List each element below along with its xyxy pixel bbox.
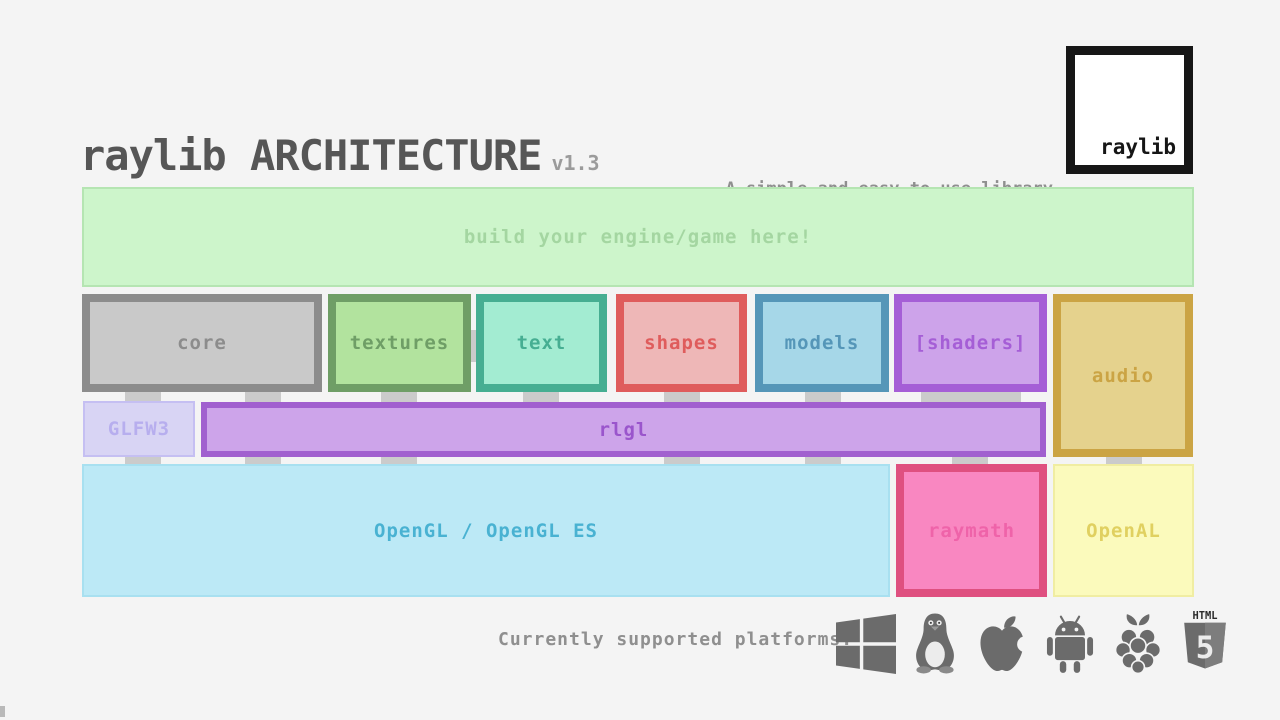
module-models-label: models — [784, 332, 860, 354]
module-text: text — [476, 294, 607, 392]
module-models: models — [755, 294, 889, 392]
connector-rlgl-opengl-2 — [381, 456, 417, 465]
module-textures-label: textures — [349, 332, 450, 354]
connector-rlgl-opengl-3 — [664, 456, 700, 465]
apple-icon — [974, 614, 1030, 674]
html5-icon: HTML 5 — [1179, 610, 1231, 674]
raylib-logo: raylib — [1066, 46, 1193, 174]
connector-models-rlgl — [805, 391, 841, 403]
platform-icons-row: HTML 5 — [836, 606, 1231, 674]
module-textures: textures — [328, 294, 471, 392]
corner-sliver — [0, 706, 5, 717]
html5-top-text: HTML — [1192, 610, 1217, 622]
opengl-box: OpenGL / OpenGL ES — [82, 464, 890, 597]
connector-shaders-rlgl — [921, 391, 1021, 403]
openal-label: OpenAL — [1086, 519, 1161, 542]
raspberry-pi-icon — [1110, 612, 1166, 674]
html5-number: 5 — [1196, 630, 1215, 666]
connector-rlgl-opengl-1 — [245, 456, 281, 465]
module-shapes-label: shapes — [644, 332, 719, 354]
connector-core-glfw3 — [125, 391, 161, 403]
module-shaders: [shaders] — [894, 294, 1047, 392]
raymath-box: raymath — [896, 464, 1047, 597]
build-your-game-label: build your engine/game here! — [463, 226, 813, 248]
connector-text-rlgl — [523, 391, 559, 403]
version-label: v1.3 — [551, 151, 600, 175]
connector-core-rlgl — [245, 391, 281, 403]
module-core-label: core — [177, 332, 227, 354]
connector-audio-openal — [1106, 456, 1142, 465]
connector-glfw3-opengl — [125, 456, 161, 465]
glfw3-label: GLFW3 — [107, 418, 171, 440]
openal-box: OpenAL — [1053, 464, 1194, 597]
connector-rlgl-opengl-4 — [805, 456, 841, 465]
module-audio: audio — [1053, 294, 1193, 457]
raymath-label: raymath — [927, 519, 1016, 542]
module-shaders-label: [shaders] — [914, 332, 1027, 354]
module-audio-label: audio — [1091, 364, 1155, 387]
title-text: raylib ARCHITECTURE — [80, 131, 542, 180]
rlgl-label: rlgl — [598, 418, 649, 441]
windows-icon — [836, 614, 896, 674]
raylib-logo-label: raylib — [1100, 135, 1176, 159]
connector-shapes-rlgl — [664, 391, 700, 403]
connector-rlgl-raymath — [952, 456, 988, 465]
opengl-label: OpenGL / OpenGL ES — [374, 519, 598, 542]
page-title: raylib ARCHITECTURE v1.3 — [80, 131, 600, 180]
module-text-label: text — [516, 332, 567, 354]
rlgl-box: rlgl — [201, 402, 1046, 457]
module-shapes: shapes — [616, 294, 747, 392]
module-core: core — [82, 294, 322, 392]
platforms-label: Currently supported platforms: — [498, 629, 854, 650]
android-icon — [1043, 614, 1097, 674]
build-your-game-box: build your engine/game here! — [82, 187, 1194, 287]
glfw3-box: GLFW3 — [83, 401, 195, 457]
connector-textures-rlgl — [381, 391, 417, 403]
linux-icon — [909, 612, 961, 674]
